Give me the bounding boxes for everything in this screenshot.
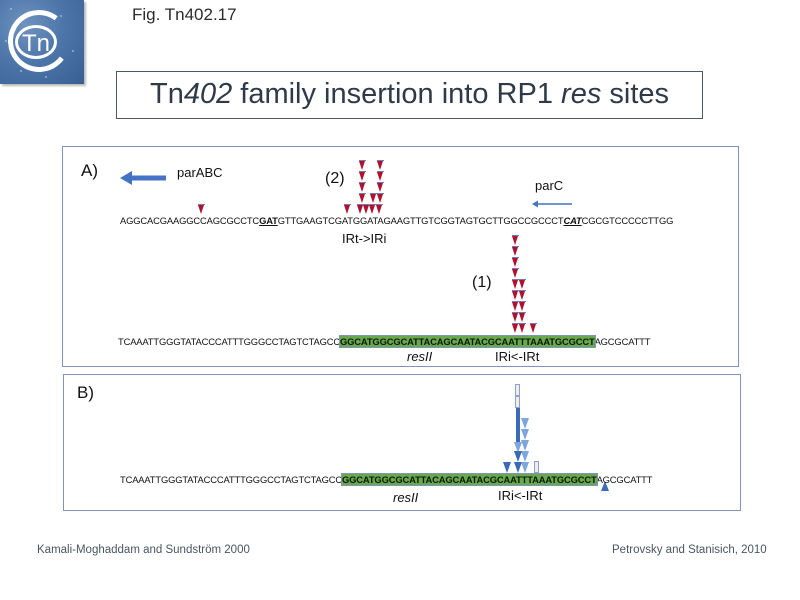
seq-a1-parc-codon: CAT — [563, 215, 582, 226]
region-label-resii-b: resII — [393, 490, 419, 505]
logo-tn-text: Tn — [15, 25, 57, 59]
sequence-a1: AGGCACGAAGGCCAGCGCCTCGATGTTGAAGTCGATGGAT… — [120, 215, 673, 227]
cluster-1-label: (1) — [472, 274, 492, 291]
parc-arrow-icon — [532, 200, 572, 208]
seq-a2-after: AGCGCATTT — [594, 336, 651, 347]
tn-logo: Tn — [0, 0, 84, 84]
title-res: res — [561, 78, 602, 110]
title-prefix: Tn — [149, 78, 184, 110]
annotation-iri-irt-b: IRi<-IRt — [498, 488, 543, 503]
sequence-a2: TCAAATTGGGTATACCCATTTGGGCCTAGTCTAGCCGGCA… — [118, 335, 651, 348]
seq-a1-part3: CGCGTCCCCCTTGG — [581, 215, 674, 226]
panel-a-label: A) — [81, 161, 98, 180]
gene-label-parabc: parABC — [177, 165, 223, 180]
seq-a1-part1: AGGCACGAAGGCCAGCGCCTC — [120, 215, 260, 226]
seq-a1-part2: GTTGAAGTCGATGGATAGAAGTTGTCGGTAGTGCTTGGCC… — [277, 215, 564, 226]
seq-a2-before: TCAAATTGGGTATACCCATTTGGGCCTAGTCTAGCC — [118, 336, 341, 347]
page-title: Tn402 family insertion into RP1 res site… — [116, 71, 703, 119]
sequence-b: TCAAATTGGGTATACCCATTTGGGCCTAGTCTAGCCGGCA… — [120, 473, 653, 486]
title-number: 402 — [183, 78, 233, 110]
citation-left: Kamali-Moghaddam and Sundström 2000 — [37, 544, 250, 556]
gene-label-parc: parC — [535, 178, 564, 193]
region-label-resii-a: resII — [407, 349, 433, 364]
title-suffix: sites — [601, 78, 670, 110]
annotation-irt-iri: IRt->IRi — [342, 231, 387, 246]
seq-a1-start-codon: GAT — [259, 215, 278, 226]
panel-b — [63, 374, 741, 511]
annotation-iri-irt-a: IRi<-IRt — [495, 349, 540, 364]
seq-b-after: AGCGCATTT — [596, 474, 653, 485]
title-middle: family insertion into RP1 — [232, 78, 562, 110]
seq-b-before: TCAAATTGGGTATACCCATTTGGGCCTAGTCTAGCC — [120, 474, 343, 485]
cluster-2-label: (2) — [325, 170, 345, 187]
citation-right: Petrovsky and Stanisich, 2010 — [612, 544, 767, 556]
parabc-arrow-icon — [120, 171, 166, 185]
panel-a — [62, 146, 739, 367]
seq-b-resii-highlight: GGCATGGCGCATTACAGCAATACGCAATTTAAATGCGCCT — [341, 473, 598, 486]
panel-b-label: B) — [77, 383, 94, 402]
seq-a2-resii-highlight: GGCATGGCGCATTACAGCAATACGCAATTTAAATGCGCCT — [339, 335, 596, 348]
figure-label: Fig. Tn402.17 — [132, 5, 237, 24]
